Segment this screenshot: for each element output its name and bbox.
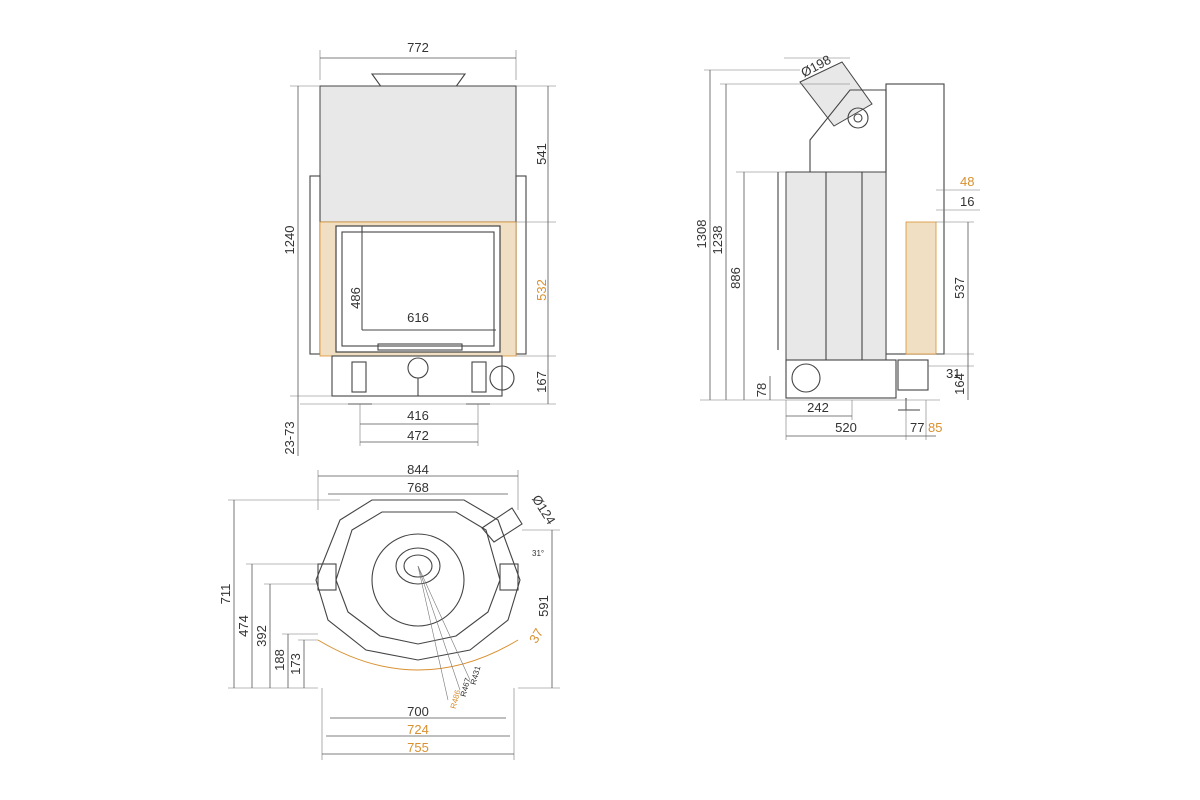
dim-side-height-inner: 886 <box>728 267 743 289</box>
dim-top-width-755: 755 <box>407 740 429 755</box>
top-air-pipe <box>481 507 523 543</box>
door-glass <box>335 225 501 353</box>
dim-top-offset-accent: 37 <box>526 626 546 646</box>
dim-top-depth-188: 188 <box>272 649 287 671</box>
dim-front-leg-inner: 416 <box>407 408 429 423</box>
top-front-arc <box>317 639 519 671</box>
dim-side-height-flue: 1308 <box>694 220 709 249</box>
dim-top-width-700: 700 <box>407 704 429 719</box>
dim-top-depth-474: 474 <box>236 615 251 637</box>
front-leg-left <box>351 361 367 393</box>
dim-front-leg-adjust: 23-73 <box>282 421 297 454</box>
dim-front-width-top: 772 <box>407 40 429 55</box>
front-leg-right <box>471 361 487 393</box>
dim-top-radius-3: R486 <box>449 688 463 709</box>
front-wing-left <box>309 175 321 355</box>
dim-front-base-height: 167 <box>534 371 549 393</box>
dim-side-bottom-small: 31 <box>946 366 960 381</box>
dim-top-depth-total: 711 <box>218 584 233 605</box>
dim-side-depth: 520 <box>835 420 857 435</box>
front-base <box>331 355 503 397</box>
dim-side-bottom-height: 164 <box>952 373 967 395</box>
dim-side-front-depth-accent: 85 <box>928 420 942 435</box>
dim-side-front-offset-small: 16 <box>960 194 974 209</box>
dim-top-angle: 31° <box>532 549 544 558</box>
top-handle-left <box>317 563 337 591</box>
dim-side-front-depth: 77 <box>910 420 924 435</box>
top-flue-collar <box>395 547 441 585</box>
front-hood <box>319 85 517 223</box>
dim-top-depth-right: 591 <box>536 595 551 617</box>
dim-side-front-offset-top: 48 <box>960 174 974 189</box>
top-handle-right <box>499 563 519 591</box>
dim-front-glass-width: 616 <box>407 310 429 325</box>
dim-side-air-height: 78 <box>754 383 769 397</box>
dim-top-width-inner: 768 <box>407 480 429 495</box>
dim-side-door-height: 537 <box>952 277 967 299</box>
side-view: Ø198 1308 1238 886 78 <box>694 52 980 440</box>
side-base <box>785 359 897 399</box>
dim-front-upper-height: 541 <box>534 143 549 165</box>
side-door-profile <box>905 221 937 355</box>
dim-front-door-height: 532 <box>534 279 549 301</box>
glass-inner <box>341 231 495 347</box>
top-body-outline <box>315 499 521 661</box>
side-main-body <box>785 171 887 361</box>
top-body-inner <box>335 511 501 645</box>
side-air-inlet <box>791 363 821 393</box>
dim-top-width-total: 844 <box>407 462 429 477</box>
front-wing-right <box>515 175 527 355</box>
dim-side-height-body: 1238 <box>710 226 725 255</box>
dim-side-air-offset: 242 <box>807 400 829 415</box>
top-view: 844 768 Ø124 31° 711 474 392 18 <box>218 462 560 760</box>
side-damper <box>847 107 869 129</box>
dim-front-height-total: 1240 <box>282 226 297 255</box>
dim-top-depth-173: 173 <box>288 653 303 675</box>
front-view: 772 1240 54 <box>282 40 556 456</box>
dim-front-leg-outer: 472 <box>407 428 429 443</box>
dim-top-air-diameter: Ø124 <box>529 492 559 527</box>
dim-front-glass-height: 486 <box>348 287 363 309</box>
side-flue-pipe <box>799 61 873 127</box>
dim-top-depth-392: 392 <box>254 625 269 647</box>
dim-top-width-724: 724 <box>407 722 429 737</box>
